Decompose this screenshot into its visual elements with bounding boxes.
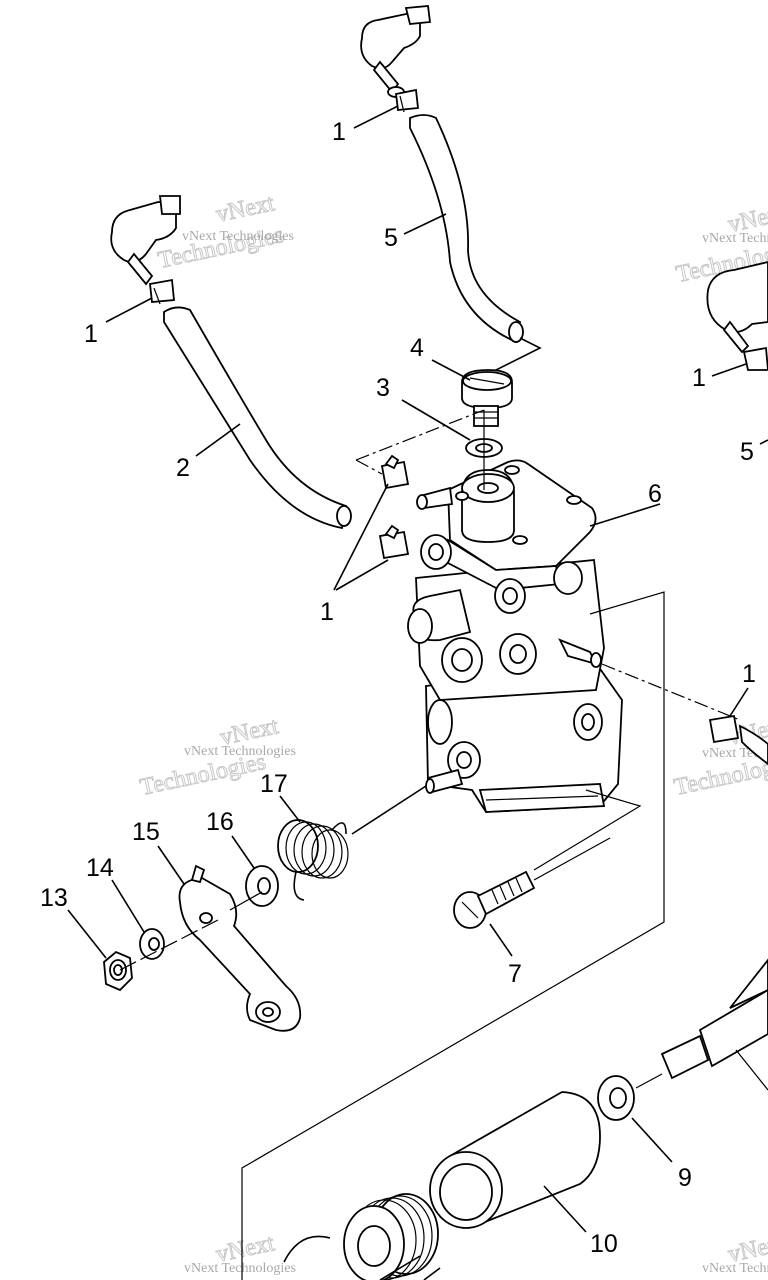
- watermark-small-1: vNext Technologies: [182, 229, 294, 244]
- callout-6: 6: [648, 480, 662, 508]
- leader-1-top: [353, 105, 399, 129]
- watermark-big-1: vNext: [214, 190, 277, 228]
- watermark-6: vNext vNext Technologies: [702, 1230, 768, 1276]
- callout-16: 16: [206, 808, 234, 836]
- watermark-small-6: vNext Technologies: [702, 1261, 768, 1276]
- callout-15: 15: [132, 818, 160, 846]
- callout-5-edge: 5: [740, 438, 754, 466]
- clamp-left: [149, 278, 175, 305]
- leader-5-port: [475, 337, 542, 381]
- callout-4: 4: [410, 334, 424, 362]
- watermark-small-2: vNext Technologies: [702, 231, 768, 246]
- leader-5-top: [403, 213, 447, 235]
- lever-15: [178, 864, 302, 1032]
- leader-5-edge: [759, 439, 768, 445]
- lever-axis-line-2: [229, 891, 263, 911]
- bolt-7: [453, 870, 536, 929]
- assembly-line-right: [601, 663, 741, 721]
- callout-14: 14: [86, 854, 114, 882]
- callout-13: 13: [40, 884, 68, 912]
- washer-14: [139, 928, 165, 960]
- callout-1-left: 1: [84, 320, 98, 348]
- washer-9: [597, 1075, 635, 1121]
- washer-16: [245, 865, 279, 907]
- callout-5-top: 5: [384, 224, 398, 252]
- hose-2-end: [336, 505, 352, 527]
- callout-1-edge: 1: [692, 364, 706, 392]
- spring-17: [277, 819, 349, 901]
- leader-1-left: [105, 297, 153, 323]
- leader-10: [543, 1185, 587, 1233]
- leader-1-mid: [333, 483, 389, 591]
- leader-1-edge: [711, 363, 747, 377]
- callout-1-mid: 1: [320, 598, 334, 626]
- leader-3: [401, 399, 471, 441]
- spring-axis-line: [351, 785, 427, 835]
- nut-13: [103, 950, 133, 992]
- nozzle-left: [110, 195, 181, 286]
- callout-10: 10: [590, 1230, 618, 1258]
- leader-9: [631, 1117, 673, 1163]
- assembly-line-top-2: [355, 459, 383, 475]
- clamp-top: [395, 88, 419, 113]
- drive-shaft: [660, 958, 768, 1091]
- callout-2: 2: [176, 454, 190, 482]
- leader-7: [489, 923, 513, 957]
- nozzle-top: [360, 5, 432, 98]
- hose-5: [409, 114, 522, 344]
- bracket-line-2: [533, 789, 642, 871]
- watermark-small-3: vNext Technologies: [184, 744, 296, 759]
- leader-2: [195, 423, 241, 457]
- clamp-right: [708, 714, 768, 766]
- nozzle-right-edge: [706, 261, 768, 371]
- washer-9-line: [635, 1073, 663, 1089]
- banjo-bolt-4: [461, 369, 513, 427]
- leader-16: [231, 835, 255, 869]
- leader-14: [111, 879, 145, 933]
- leader-1-right: [729, 687, 749, 717]
- hose-2: [163, 306, 348, 530]
- leader-17: [279, 795, 301, 823]
- leader-4: [431, 359, 471, 381]
- callout-1-right: 1: [742, 660, 756, 688]
- leader-15: [157, 845, 185, 885]
- callout-7: 7: [508, 960, 522, 988]
- sleeve-10: [429, 1091, 601, 1229]
- watermark-small-5: vNext Technologies: [184, 1261, 296, 1276]
- clamp-pump-upper: [380, 454, 410, 490]
- lever-axis-line: [119, 919, 219, 971]
- seal-stack: [283, 1193, 441, 1280]
- watermark-5: vNext vNext Technologies: [184, 1230, 296, 1276]
- assembly-line-top: [355, 409, 485, 461]
- leader-13: [67, 909, 107, 959]
- clamp-pump-lower: [378, 524, 410, 560]
- oil-pump-6: [407, 459, 623, 813]
- bolt-7-line: [533, 837, 611, 881]
- hose-5-end: [508, 321, 524, 343]
- callout-17: 17: [260, 770, 288, 798]
- leader-6: [589, 503, 661, 527]
- callout-1-top: 1: [332, 118, 346, 146]
- bracket-line: [241, 591, 665, 1280]
- callout-9: 9: [678, 1164, 692, 1192]
- callout-3: 3: [376, 374, 390, 402]
